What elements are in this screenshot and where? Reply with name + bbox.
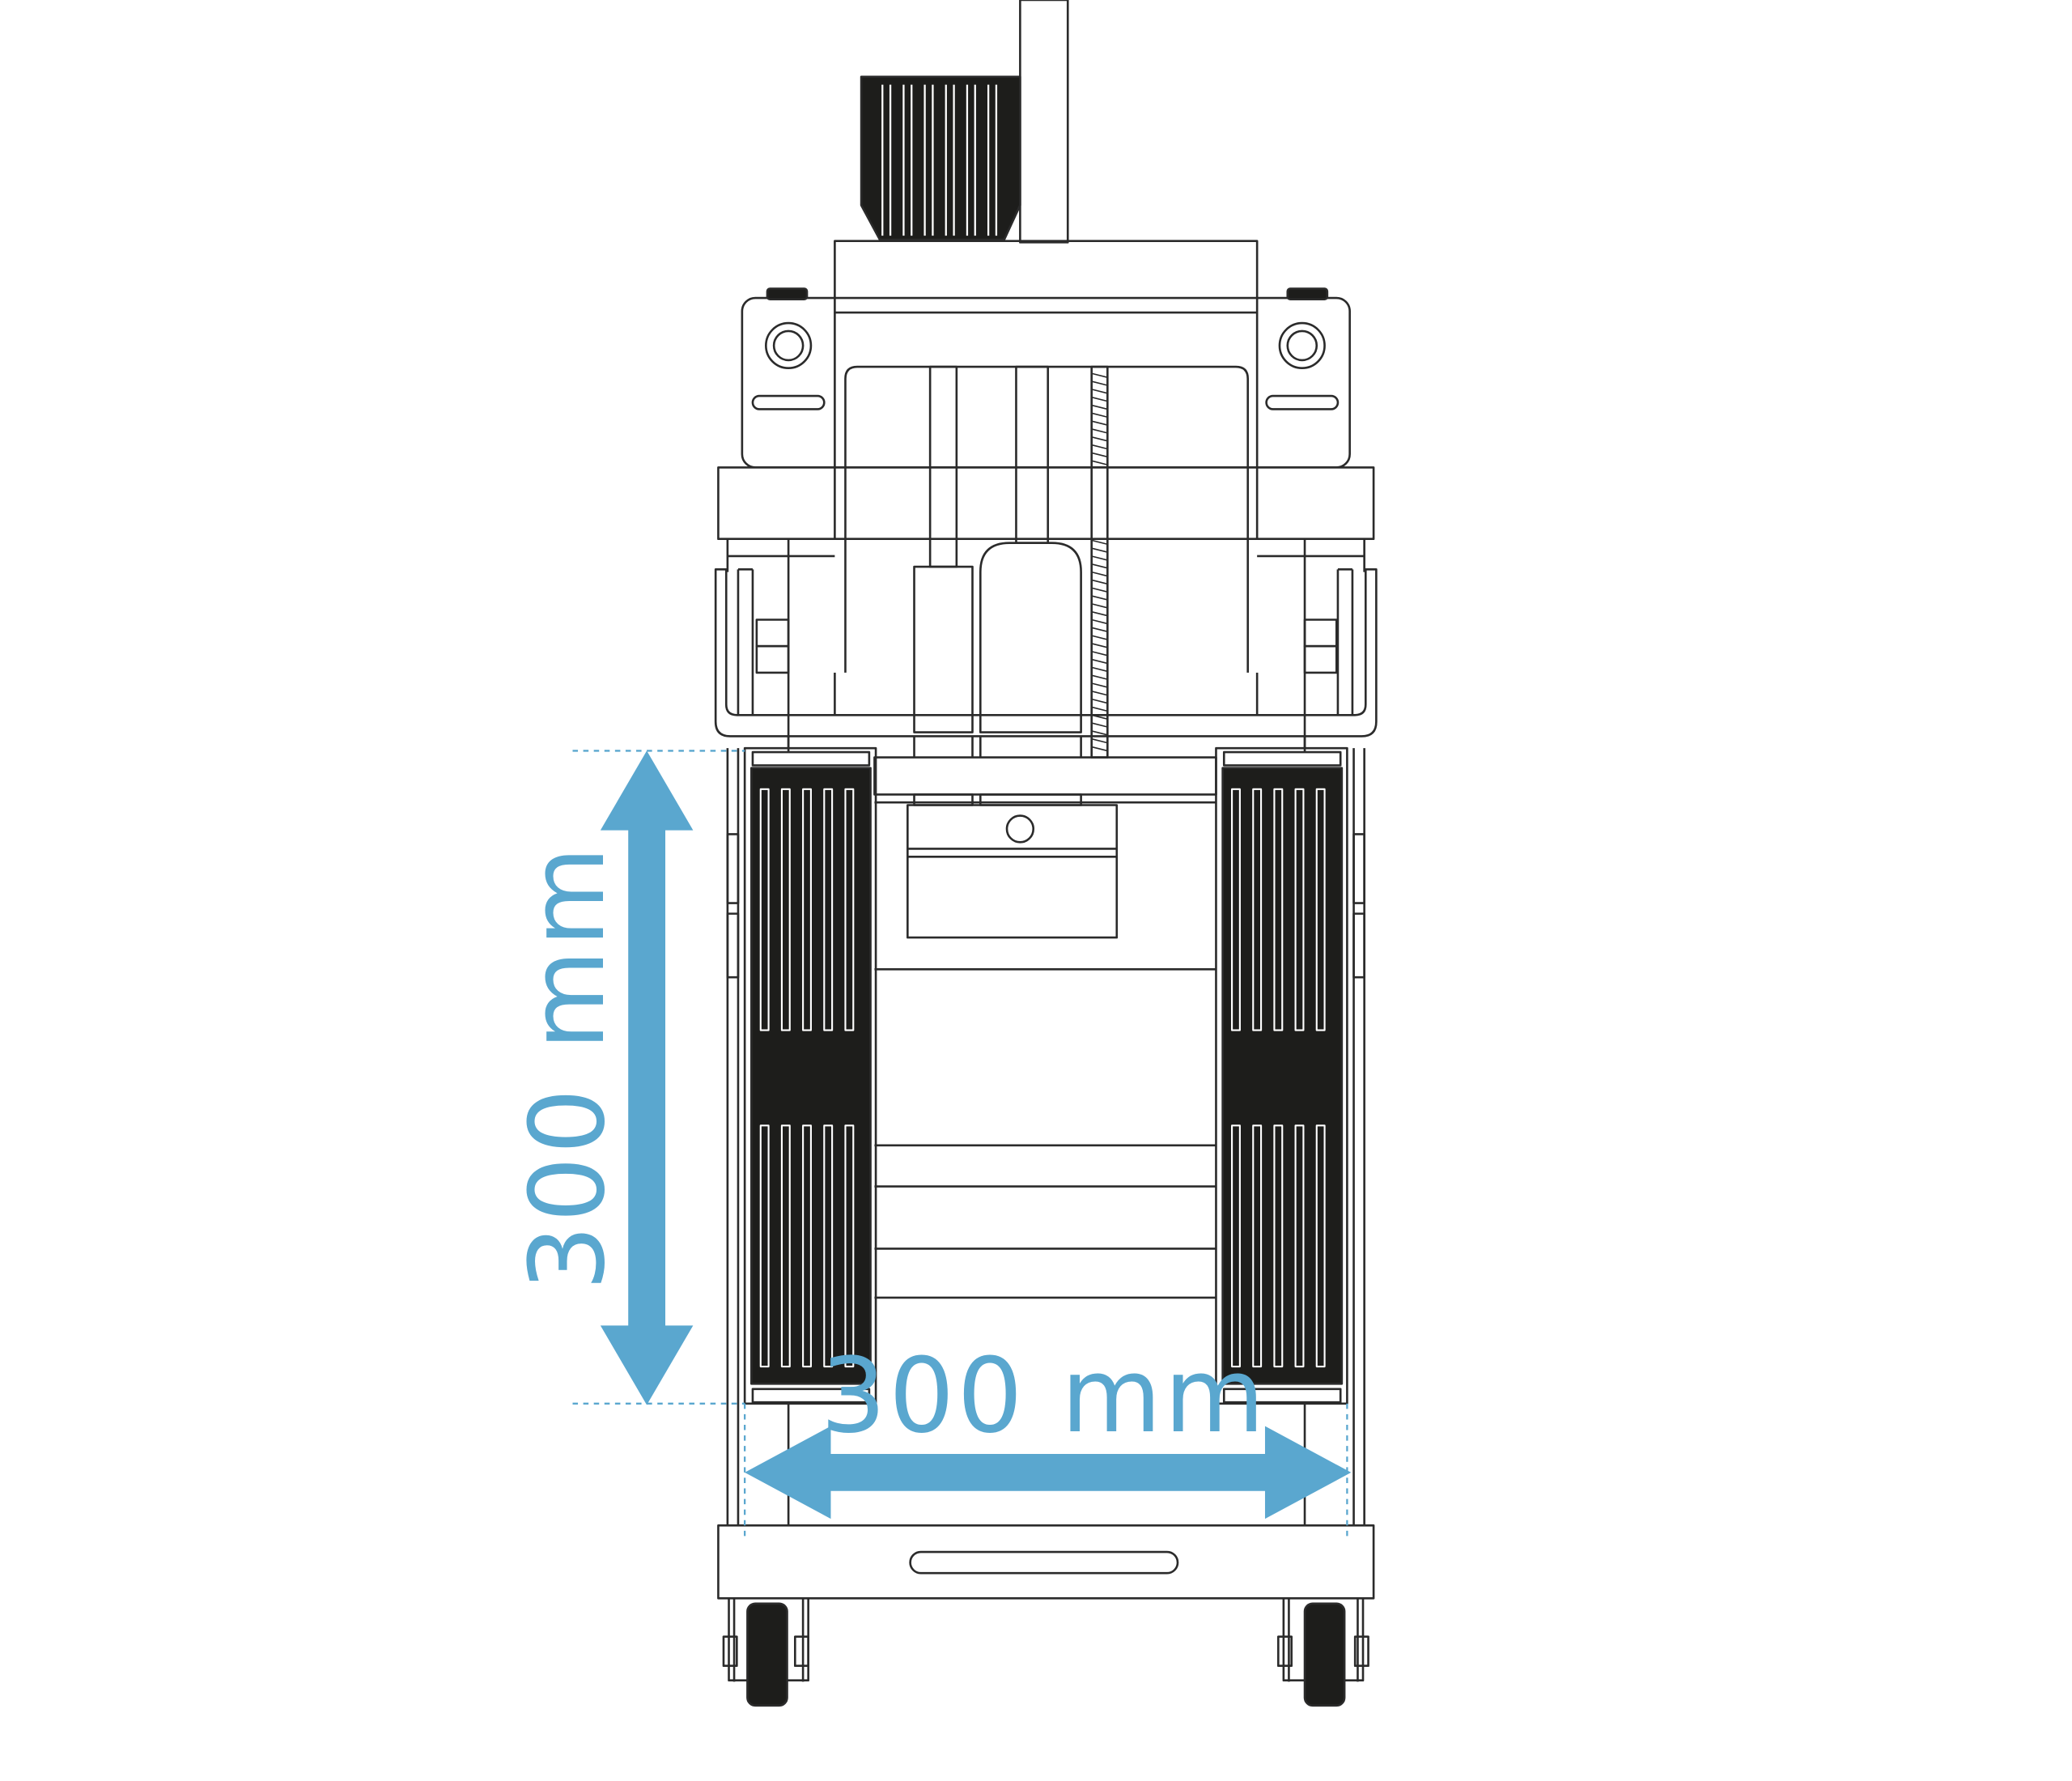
- right-foot-pad: [1215, 746, 1348, 1405]
- head-block: [834, 240, 1259, 314]
- center-box: [906, 804, 1119, 939]
- right-slot: [1265, 394, 1340, 410]
- width-dimension: 300 mm: [744, 1337, 1352, 1537]
- width-label: 300 mm: [821, 1337, 1267, 1456]
- height-dimension: 300 mm: [508, 750, 745, 1405]
- left-slot: [751, 394, 826, 410]
- left-carriage-block: [913, 565, 974, 733]
- right-top-bump: [1286, 287, 1329, 300]
- left-clamp: [755, 618, 790, 648]
- right-clamp: [1303, 618, 1338, 648]
- base-handle-slot: [909, 1550, 1179, 1575]
- threaded-screw: [1090, 365, 1109, 759]
- center-bolt-icon: [1005, 814, 1035, 844]
- left-wheel-icon: [722, 1596, 809, 1707]
- mast-pole: [1019, 0, 1069, 244]
- left-top-bump: [766, 287, 809, 300]
- basket-frame: [714, 568, 1378, 737]
- ribbed-grip: [860, 75, 1021, 241]
- height-label: 300 mm: [508, 844, 628, 1290]
- base-plate: [717, 1524, 1375, 1600]
- left-knob-icon: [765, 321, 813, 370]
- right-wheel-icon: [1277, 1596, 1369, 1707]
- left-foot-pad: [743, 746, 877, 1405]
- right-knob-icon: [1278, 321, 1326, 370]
- right-clamp-lower: [1303, 644, 1338, 674]
- left-clamp-lower: [755, 644, 790, 674]
- upper-housing: [741, 296, 1351, 469]
- center-top-beam: [873, 756, 1217, 796]
- width-arrow: [745, 1426, 1352, 1520]
- bucket-block: [979, 542, 1082, 733]
- height-arrow: [600, 750, 694, 1405]
